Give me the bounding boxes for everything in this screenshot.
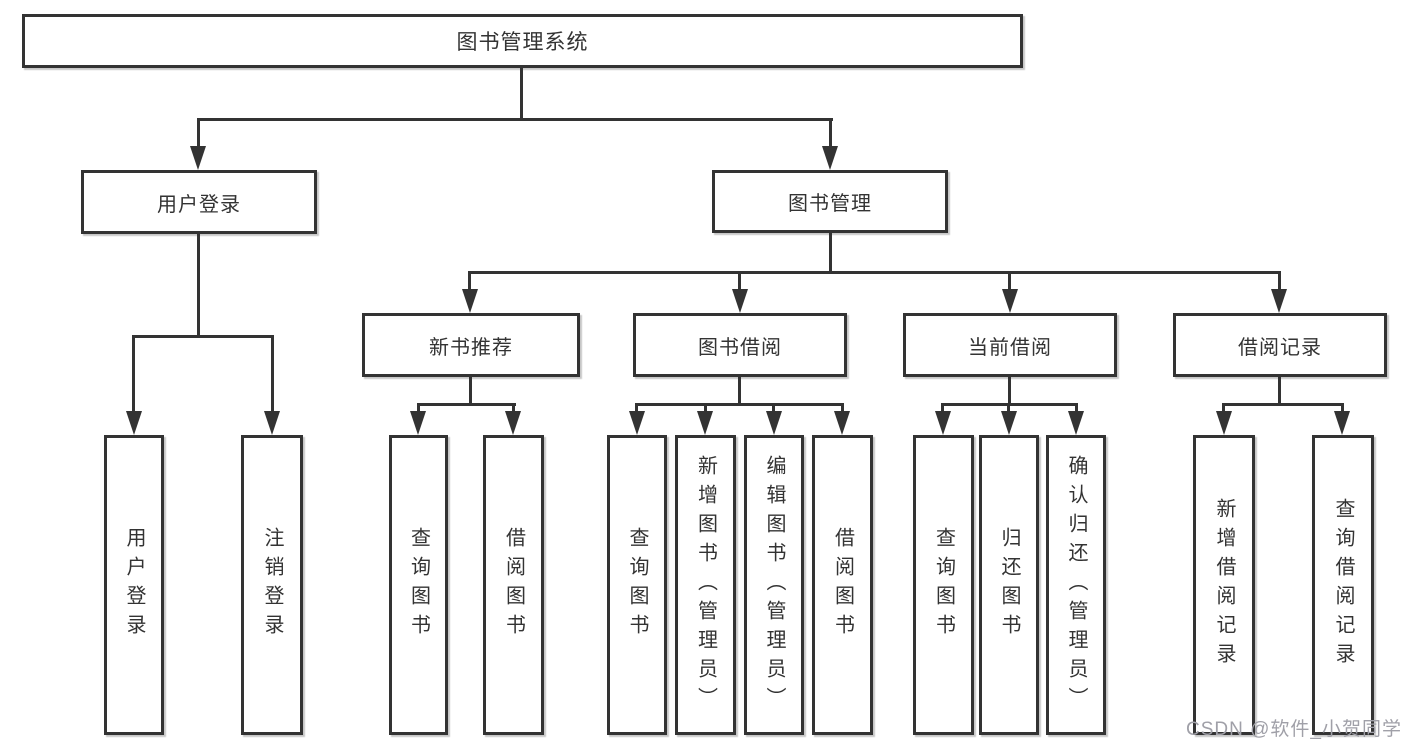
leaf-query-borrow-record: 查询借阅记录: [1312, 435, 1374, 735]
connector-stub: [1008, 377, 1011, 406]
connector-book-mgmt-stub: [829, 233, 832, 274]
connector-stub: [1278, 377, 1281, 406]
leaf-add-books-admin: 新增图书（管理员）: [675, 435, 736, 735]
connector-leaf: [417, 403, 420, 415]
arrow-down-icon: [505, 411, 521, 435]
leaf-edit-books-admin: 编辑图书（管理员）: [744, 435, 804, 735]
connector-leaf: [1341, 403, 1344, 415]
arrow-down-icon: [1216, 411, 1232, 435]
connector-user-login: [197, 118, 200, 150]
leaf-user-login: 用户登录: [104, 435, 164, 735]
node-book-management: 图书管理: [712, 170, 948, 233]
node-user-login-label: 用户登录: [157, 193, 241, 216]
connector-leaf: [941, 403, 944, 415]
node-book-borrow: 图书借阅: [633, 313, 847, 377]
arrow-down-icon: [1068, 411, 1084, 435]
leaf-add-borrow-record: 新增借阅记录: [1193, 435, 1255, 735]
arrow-down-icon: [126, 411, 142, 435]
connector-root-stub: [520, 68, 523, 120]
leaf-label: 确认归还（管理员）: [1065, 454, 1087, 716]
node-root-label: 图书管理系统: [456, 31, 589, 54]
arrow-down-icon: [697, 411, 713, 435]
leaf-label: 查询图书: [626, 527, 648, 643]
leaf-label: 归还图书: [998, 527, 1020, 643]
connector-leaf: [512, 403, 515, 415]
arrow-down-icon: [190, 146, 206, 170]
arrow-down-icon: [629, 411, 645, 435]
leaf-query-books-recommend: 查询图书: [389, 435, 448, 735]
connector-leaf: [1222, 403, 1225, 415]
connector-rail: [1222, 403, 1344, 406]
leaf-label: 新增图书（管理员）: [694, 454, 717, 716]
connector-leaf: [1075, 403, 1078, 415]
node-new-book-recommend-label: 新书推荐: [429, 336, 513, 359]
connector-level3-rail: [468, 271, 1281, 274]
arrow-down-icon: [264, 411, 280, 435]
node-book-borrow-label: 图书借阅: [698, 336, 782, 359]
leaf-label: 借阅图书: [502, 527, 525, 643]
node-new-book-recommend: 新书推荐: [362, 313, 580, 377]
connector-user-login-stub: [197, 234, 200, 337]
arrow-down-icon: [1271, 289, 1287, 313]
leaf-confirm-return-admin: 确认归还（管理员）: [1046, 435, 1106, 735]
leaf-label: 用户登录: [123, 527, 145, 643]
node-book-management-label: 图书管理: [788, 193, 872, 215]
connector-level2-rail: [197, 118, 833, 121]
connector-rail: [417, 403, 516, 406]
arrow-down-icon: [822, 146, 838, 170]
leaf-label: 查询图书: [407, 527, 430, 643]
arrow-down-icon: [732, 289, 748, 313]
leaf-label: 新增借阅记录: [1213, 498, 1235, 672]
leaf-borrow-books: 借阅图书: [812, 435, 873, 735]
node-borrow-records-label: 借阅记录: [1238, 336, 1322, 359]
connector-rail: [635, 403, 844, 406]
connector-level3: [1008, 271, 1011, 293]
leaf-return-books: 归还图书: [979, 435, 1039, 735]
node-current-borrow: 当前借阅: [903, 313, 1117, 377]
connector-leaf: [772, 403, 775, 415]
node-current-borrow-label: 当前借阅: [968, 336, 1052, 359]
arrow-down-icon: [935, 411, 951, 435]
connector-leaf: [271, 335, 274, 415]
leaf-label: 编辑图书（管理员）: [763, 454, 785, 716]
leaf-borrow-books-recommend: 借阅图书: [483, 435, 544, 735]
node-user-login: 用户登录: [81, 170, 317, 234]
arrow-down-icon: [1001, 411, 1017, 435]
connector-level3: [1278, 271, 1281, 293]
connector-user-login-rail: [132, 335, 274, 338]
arrow-down-icon: [1002, 289, 1018, 313]
leaf-label: 借阅图书: [831, 527, 854, 643]
connector-level3: [738, 271, 741, 293]
connector-stub: [469, 377, 472, 406]
node-borrow-records: 借阅记录: [1173, 313, 1387, 377]
leaf-label: 查询借阅记录: [1332, 498, 1354, 672]
csdn-watermark: CSDN @软件_小贺同学: [1186, 719, 1402, 740]
connector-book-mgmt: [829, 118, 832, 150]
connector-stub: [738, 377, 741, 406]
arrow-down-icon: [410, 411, 426, 435]
node-root: 图书管理系统: [22, 14, 1023, 68]
arrow-down-icon: [834, 411, 850, 435]
leaf-label: 注销登录: [261, 527, 283, 643]
connector-leaf: [1007, 403, 1010, 415]
leaf-query-books-borrow: 查询图书: [607, 435, 667, 735]
connector-leaf: [841, 403, 844, 415]
leaf-logout: 注销登录: [241, 435, 303, 735]
connector-leaf: [635, 403, 638, 415]
connector-leaf: [132, 335, 135, 415]
arrow-down-icon: [462, 289, 478, 313]
leaf-query-books-current: 查询图书: [913, 435, 974, 735]
connector-leaf: [704, 403, 707, 415]
connector-level3: [468, 271, 471, 293]
arrow-down-icon: [766, 411, 782, 435]
leaf-label: 查询图书: [932, 527, 955, 643]
arrow-down-icon: [1334, 411, 1350, 435]
